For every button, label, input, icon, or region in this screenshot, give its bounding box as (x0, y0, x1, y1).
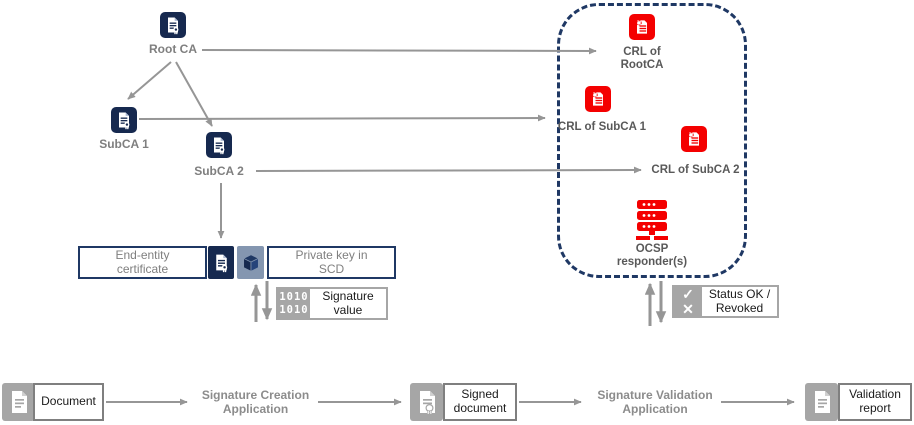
check-icon: ✓ (682, 285, 694, 302)
arrow-rootca-to-subca2 (175, 61, 213, 127)
document-box: Document (33, 383, 104, 421)
validation-report-icon (805, 383, 838, 421)
crl-rootca-icon (629, 14, 655, 40)
arrow-subca2-to-crl-subca2 (255, 166, 642, 174)
signature-value-box: 1010 1010 Signature value (276, 287, 388, 320)
signed-document-box: Signed document (443, 383, 517, 421)
end-entity-certificate-box: End-entity certificate (78, 246, 207, 279)
private-key-scd-label: Private key in SCD (295, 247, 368, 276)
arrow-subca1-to-crl-subca1 (138, 114, 546, 122)
status-box: ✓ ✕ Status OK / Revoked (672, 285, 779, 318)
signature-creation-app-label: Signature Creation Application (201, 388, 310, 417)
arrow-rootca-to-crl-rootca (201, 47, 597, 55)
root-ca-label: Root CA (149, 42, 197, 56)
signature-validation-app-label: Signature Validation Application (597, 388, 713, 417)
cross-icon: ✕ (682, 300, 694, 317)
validation-report-label: Validation report (849, 387, 901, 415)
signature-value-label: Signature value (322, 288, 374, 317)
subca2-certificate-icon (206, 132, 232, 158)
end-entity-certificate-label: End-entity certificate (115, 247, 170, 276)
signed-document-icon (410, 383, 443, 421)
private-key-scd-box: Private key in SCD (267, 246, 396, 279)
binary-icon: 1010 1010 (278, 287, 310, 320)
crl-subca1-icon (585, 86, 611, 112)
root-ca-certificate-icon (160, 12, 186, 38)
crl-rootca-label: CRL of RootCA (620, 46, 664, 72)
crl-subca2-label: CRL of SubCA 2 (651, 164, 740, 176)
arrow-rootca-to-subca1 (127, 61, 172, 100)
document-icon (2, 383, 35, 421)
subca1-label: SubCA 1 (99, 137, 149, 151)
binary-glyph: 1010 1010 (279, 291, 309, 316)
ocsp-responder-label: OCSP responder(s) (616, 243, 688, 269)
crl-subca1-label: CRL of SubCA 1 (557, 121, 647, 133)
scd-cube-icon (237, 246, 264, 279)
status-check-cross-icon: ✓ ✕ (674, 285, 702, 318)
signed-document-label: Signed document (453, 387, 507, 415)
revocation-services-panel (557, 3, 747, 278)
end-entity-certificate-icon (208, 246, 234, 279)
status-label: Status OK / Revoked (708, 286, 771, 315)
document-label: Document (41, 394, 96, 409)
subca1-certificate-icon (111, 107, 137, 133)
ocsp-server-icon (634, 200, 670, 242)
crl-subca2-icon (681, 126, 707, 152)
validation-report-box: Validation report (838, 383, 912, 421)
subca2-label: SubCA 2 (194, 164, 244, 178)
